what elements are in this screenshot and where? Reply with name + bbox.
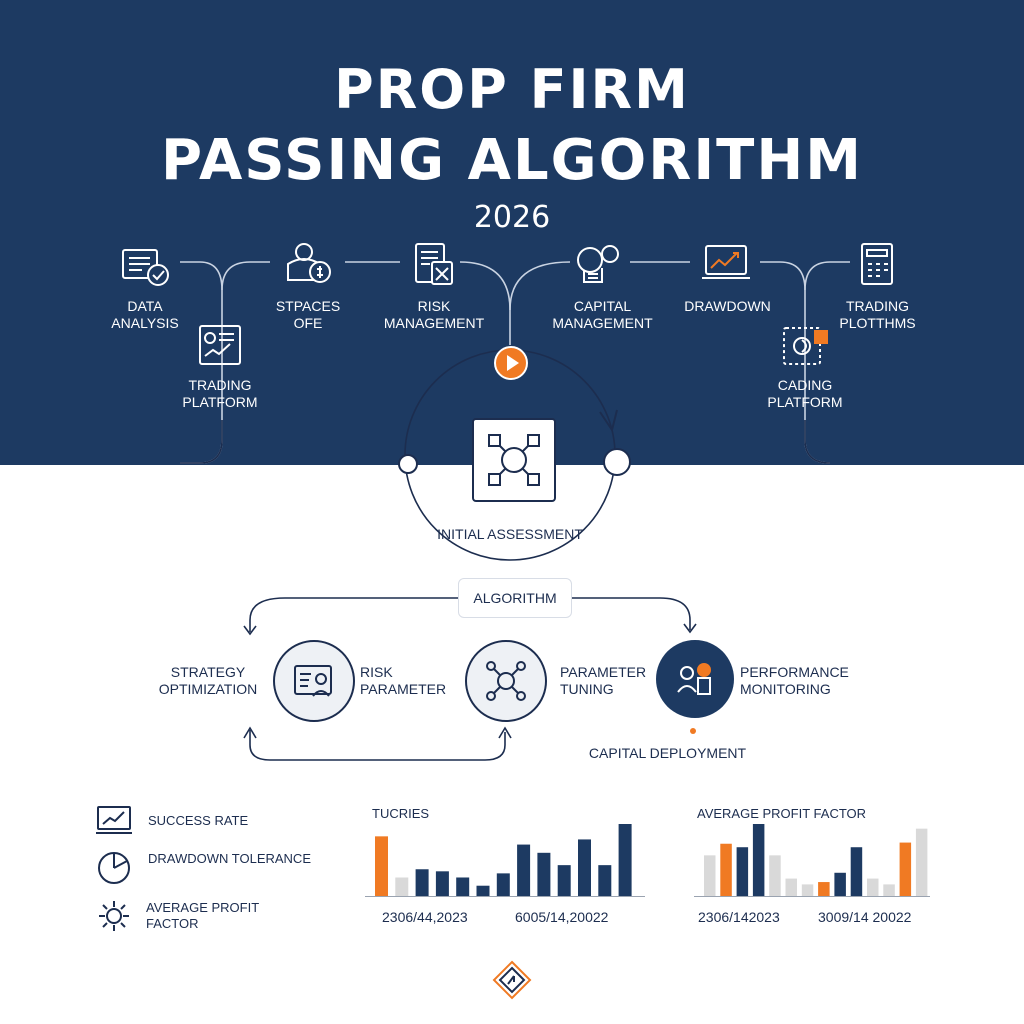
- chart1-bar-11: [578, 839, 591, 896]
- success-rate-label: SUCCESS RATE: [148, 813, 249, 828]
- page-title-line2: PASSING ALGORITHM: [161, 128, 863, 193]
- parameter-tuning-node[interactable]: [465, 640, 547, 722]
- play-button-icon[interactable]: [493, 345, 529, 381]
- drawdown-label: DRAWDOWN: [684, 298, 771, 314]
- cading-platform-label: CADING PLATFORM: [767, 377, 843, 410]
- risk-parameter-node[interactable]: [273, 640, 355, 722]
- data-analysis-icon: [122, 249, 169, 286]
- chart2-tick-label-1: 2306/142023: [698, 909, 780, 925]
- chart2-bar-4: [752, 824, 765, 896]
- capital-deployment-label: CAPITAL DEPLOYMENT: [588, 745, 747, 761]
- chart2-bar-1: [704, 855, 716, 896]
- chart1-bar-7: [496, 873, 510, 896]
- chart2-bar-chart: [694, 824, 930, 897]
- shield-coin-icon: [287, 243, 331, 283]
- chart1-bar-1: [375, 836, 388, 896]
- chart2-bar-6: [785, 878, 797, 896]
- parameter-tuning-label: PARAMETER TUNING: [560, 664, 647, 697]
- chart2-bar-5: [769, 855, 781, 896]
- average-profit-factor-label: AVERAGE PROFIT FACTOR: [146, 900, 259, 931]
- strategy-optimization-label: STRATEGY OPTIMIZATION: [158, 664, 258, 697]
- initial-assessment-label: INITIAL ASSESSMENT: [437, 526, 583, 542]
- stspaces-label: STPACES OFE: [275, 298, 341, 331]
- network-node-icon: [486, 661, 526, 701]
- chart2-bar-14: [915, 828, 928, 896]
- algorithm-box[interactable]: ALGORITHM: [458, 578, 572, 618]
- calculator-icon: [861, 243, 893, 285]
- chart1-bar-chart: [365, 824, 645, 897]
- logo-diamond-icon: [492, 960, 532, 1000]
- orange-dot-icon: [690, 728, 696, 734]
- network-icon: [488, 434, 540, 486]
- risk-management-label: RISK MANAGEMENT: [383, 298, 485, 331]
- chart2-title: AVERAGE PROFIT FACTOR: [697, 806, 867, 821]
- chart2-bar-7: [801, 884, 814, 896]
- chart2-bar-3: [736, 847, 749, 896]
- monitor-person-icon: [677, 663, 711, 695]
- chart1-tick-label-2: 6005/14,20022: [515, 909, 609, 925]
- laptop-growth-icon: [96, 806, 132, 834]
- chart1-bar-12: [598, 865, 612, 896]
- chart1-bar-2: [395, 877, 409, 896]
- profile-card-icon: [294, 665, 332, 697]
- chart2-bar-9: [834, 872, 846, 896]
- chart2-bar-2: [720, 843, 732, 896]
- trading-platform-label: TRADING PLATFORM: [182, 377, 258, 410]
- chart1-bar-4: [435, 871, 449, 896]
- capital-management-label: CAPITAL MANAGEMENT: [552, 298, 653, 331]
- chart1-bar-5: [456, 877, 470, 896]
- chart2-bar-10: [850, 847, 863, 896]
- trading-platform-icon: [199, 325, 241, 365]
- data-analysis-label: DATA ANALYSIS: [111, 298, 179, 331]
- page-title-line1: PROP FIRM: [334, 58, 690, 121]
- chart2-bar-13: [899, 842, 912, 896]
- chart2-bar-8: [818, 882, 830, 896]
- chart1-bar-13: [618, 824, 632, 896]
- risk-document-icon: [415, 243, 453, 285]
- algorithm-hub-box: [472, 418, 556, 502]
- drawdown-tolerance-label: DRAWDOWN TOLERANCE: [148, 851, 311, 866]
- chart1-bar-6: [476, 885, 490, 896]
- chart2-bar-12: [883, 884, 895, 896]
- chart2-tick-label-2: 3009/14 20022: [818, 909, 912, 925]
- chart1-bar-9: [537, 852, 551, 896]
- page-year: 2026: [473, 200, 551, 235]
- chart1-tick-label-1: 2306/44,2023: [382, 909, 468, 925]
- algorithm-label: ALGORITHM: [473, 590, 557, 606]
- cading-platform-icon: [783, 327, 828, 365]
- chart1-bar-10: [557, 865, 571, 896]
- performance-monitoring-label: PERFORMANCE MONITORING: [740, 664, 849, 697]
- chart2-bar-11: [867, 878, 879, 896]
- capital-gears-icon: [577, 245, 619, 283]
- performance-monitoring-node[interactable]: [656, 640, 734, 718]
- trading-plotthms-label: TRADING PLOTTHMS: [839, 298, 916, 331]
- chart1-bar-8: [517, 844, 531, 896]
- header-band: [0, 0, 1024, 465]
- gear-circuit-icon: [99, 901, 129, 931]
- chart1-bar-3: [415, 869, 429, 896]
- chart1-title: TUCRIES: [372, 806, 430, 821]
- risk-parameter-label: RISK PARAMETER: [360, 664, 447, 697]
- pie-chart-icon: [98, 852, 130, 884]
- laptop-chart-icon: [702, 245, 750, 279]
